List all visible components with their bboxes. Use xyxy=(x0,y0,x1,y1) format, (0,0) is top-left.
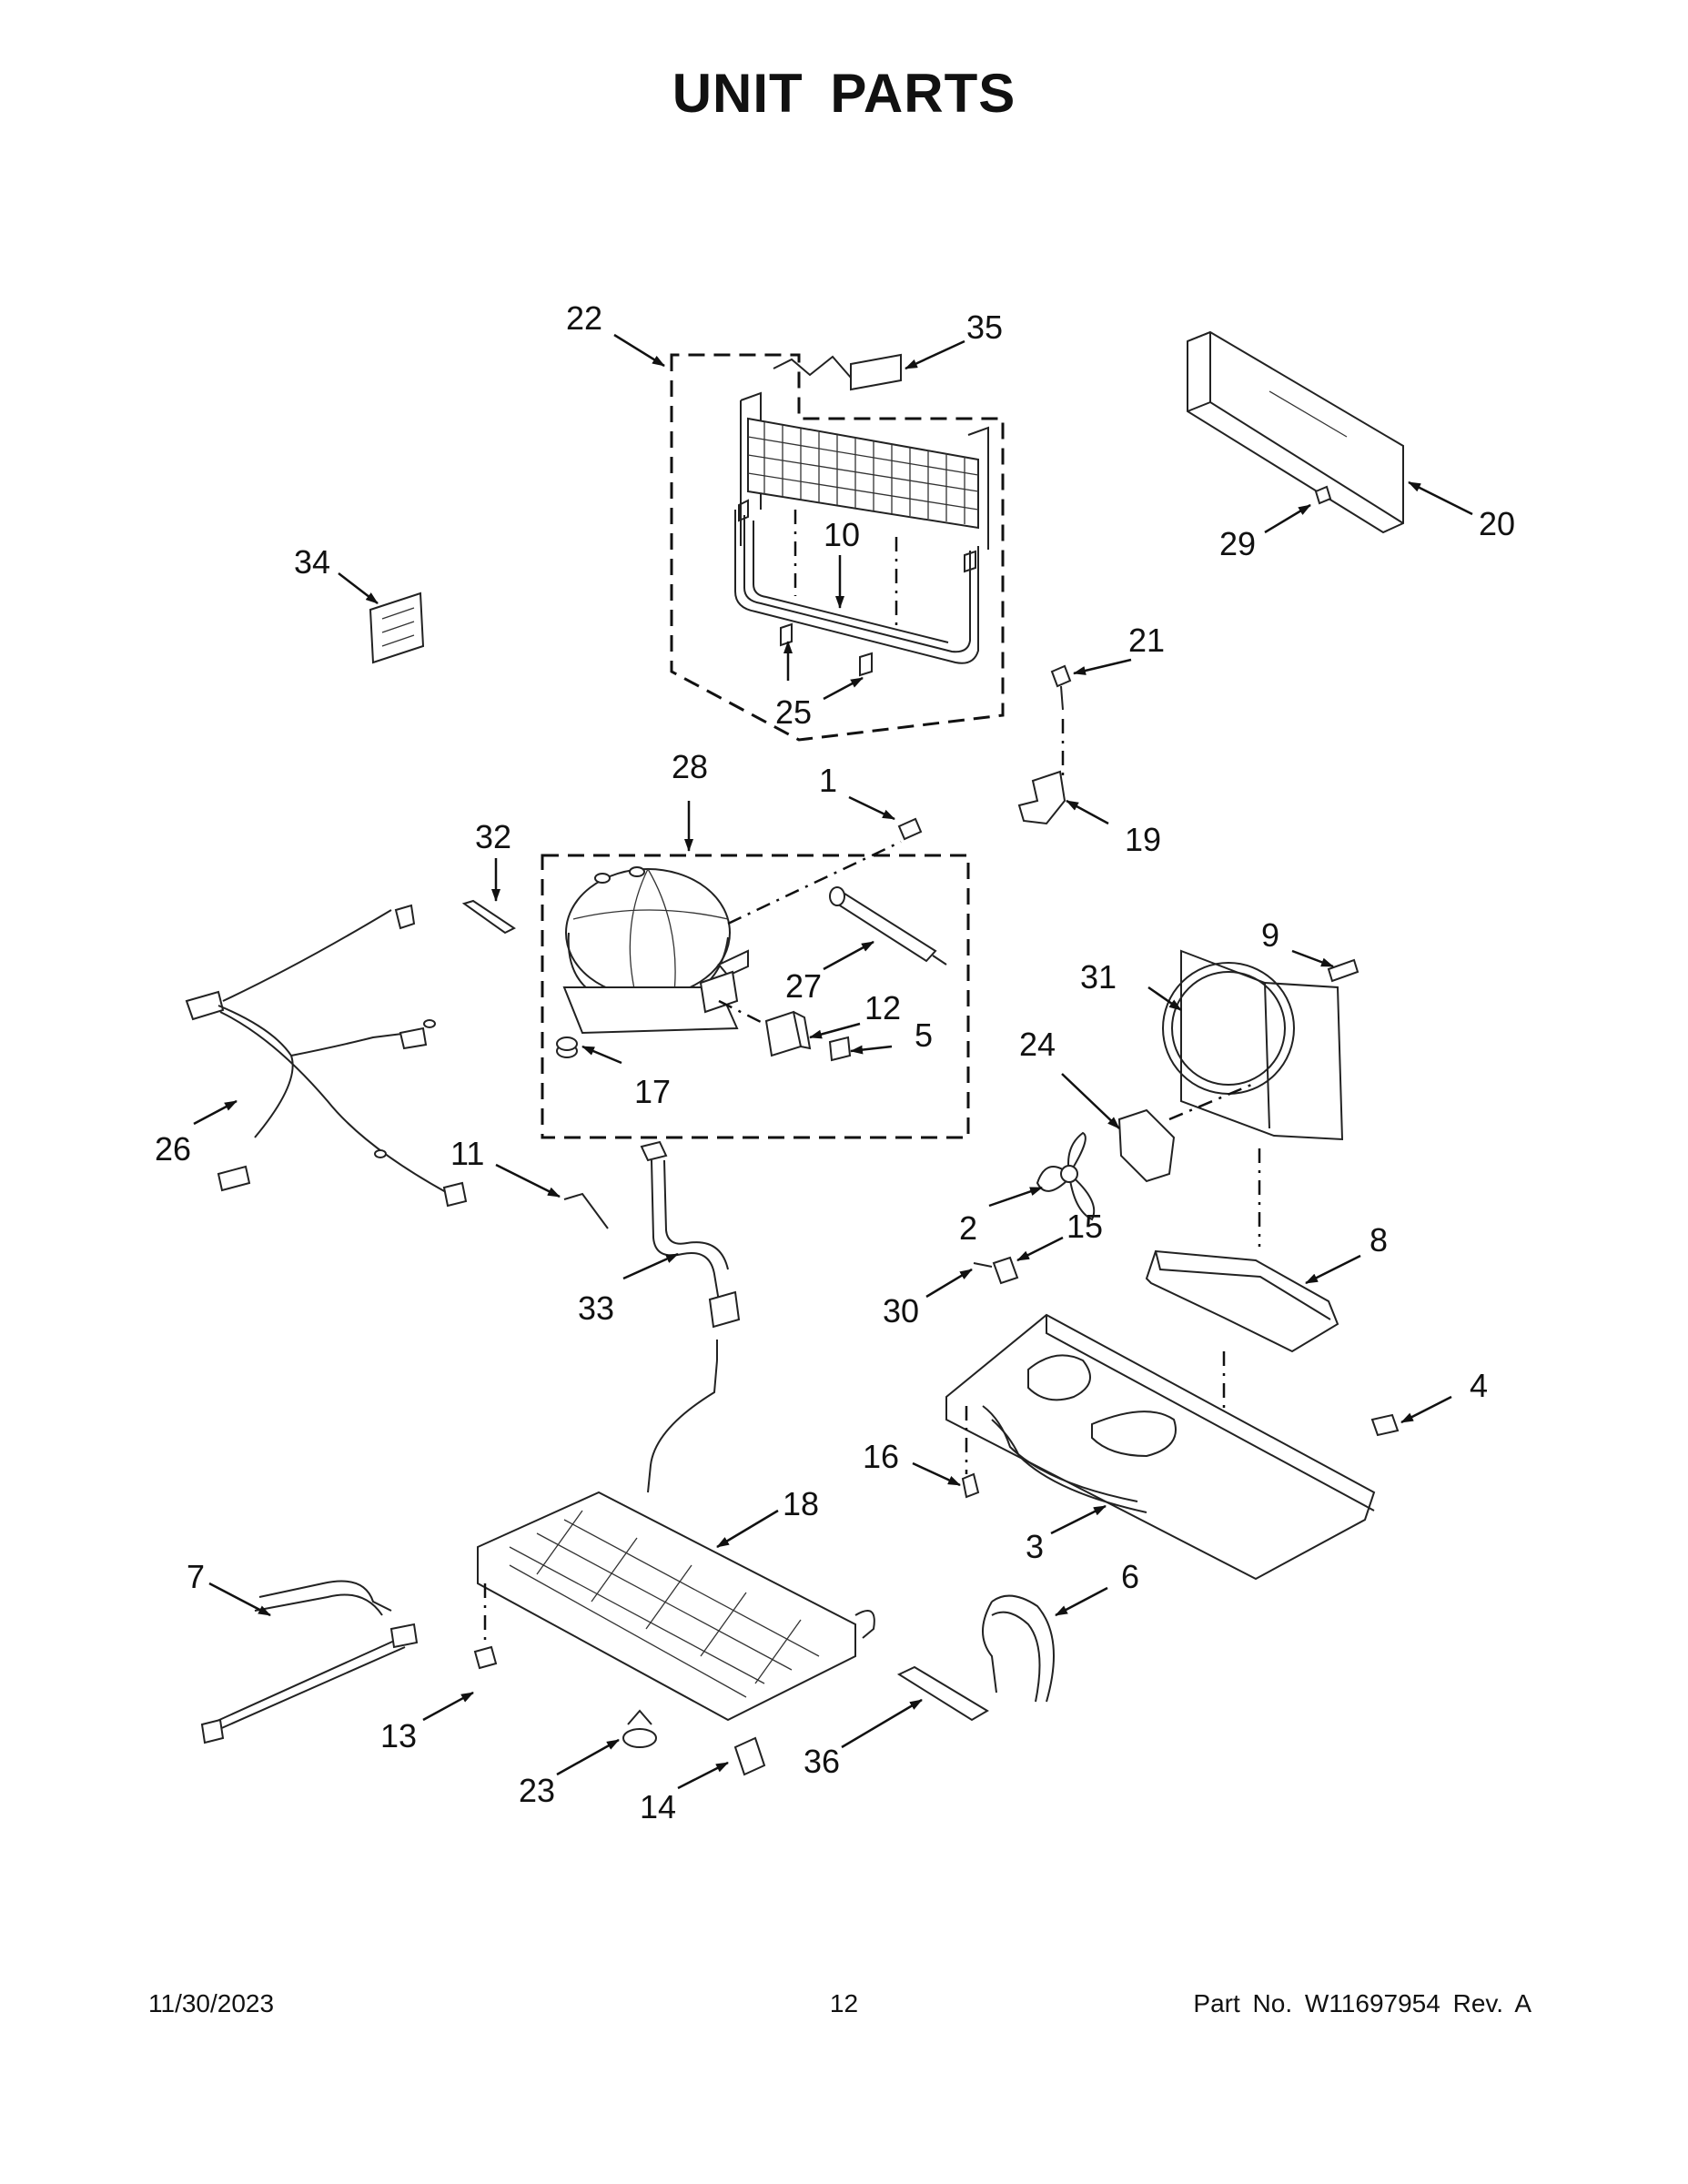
part-30-pin xyxy=(973,1262,993,1268)
part-16-screw xyxy=(961,1406,980,1499)
callout-28: 28 xyxy=(672,748,708,785)
part-20-cover xyxy=(1187,330,1404,534)
part-17-grommet xyxy=(556,1036,578,1051)
part-3-base xyxy=(945,1313,1376,1581)
part-14-bushing xyxy=(733,1736,766,1776)
callout-11: 11 xyxy=(450,1135,484,1172)
callout-30: 30 xyxy=(883,1292,919,1330)
callout-2: 2 xyxy=(959,1209,977,1247)
callout-36: 36 xyxy=(804,1743,840,1780)
callout-23: 23 xyxy=(519,1772,555,1809)
callout-labels: 22 35 20 29 10 34 21 25 28 1 19 32 9 31 … xyxy=(155,299,1515,1825)
callout-32: 32 xyxy=(475,818,511,855)
part-26-wire-harness xyxy=(185,904,468,1208)
part-32-strap xyxy=(461,899,516,935)
callout-24: 24 xyxy=(1019,1026,1056,1063)
part-15-mount xyxy=(992,1256,1019,1285)
callout-17: 17 xyxy=(634,1073,671,1110)
callout-13: 13 xyxy=(380,1717,417,1754)
part-21-screw xyxy=(1050,664,1072,783)
part-36-tube xyxy=(896,1665,989,1722)
part-13-clip xyxy=(473,1645,498,1670)
callout-10: 10 xyxy=(824,516,860,553)
part-23-thermostat xyxy=(622,1709,657,1748)
part-24-motor xyxy=(1117,1081,1257,1183)
callout-12: 12 xyxy=(864,989,901,1026)
callout-29: 29 xyxy=(1219,525,1256,562)
part-19-bracket xyxy=(1017,770,1066,825)
callout-9: 9 xyxy=(1261,916,1279,954)
part-12-relay xyxy=(764,1010,812,1057)
part-1-tube xyxy=(897,817,923,841)
callout-31: 31 xyxy=(1080,958,1117,996)
part-5-cap xyxy=(828,1036,852,1062)
callout-7: 7 xyxy=(187,1558,205,1595)
callout-6: 6 xyxy=(1121,1558,1139,1595)
part-2-fan-blade xyxy=(1036,1131,1096,1221)
part-34-board xyxy=(369,592,425,664)
page-title: UNIT PARTS xyxy=(672,63,1016,124)
footer-date: 11/30/2023 xyxy=(148,1989,275,2017)
callout-3: 3 xyxy=(1026,1528,1044,1565)
callout-18: 18 xyxy=(783,1485,819,1522)
callout-5: 5 xyxy=(915,1016,933,1054)
footer-part-number: Part No. W11697954 Rev. A xyxy=(1193,1989,1531,2017)
part-4-screw xyxy=(1370,1413,1400,1437)
callout-21: 21 xyxy=(1128,622,1165,659)
callout-35: 35 xyxy=(966,308,1003,346)
part-29-clip xyxy=(1314,485,1332,505)
part-18-condenser xyxy=(477,1360,875,1722)
callout-20: 20 xyxy=(1479,505,1515,542)
callout-33: 33 xyxy=(578,1289,614,1327)
callout-26: 26 xyxy=(155,1130,191,1168)
footer-page-number: 12 xyxy=(829,1989,859,2017)
part-27-drier xyxy=(829,886,947,966)
part-33-tube xyxy=(640,1140,741,1360)
callout-8: 8 xyxy=(1370,1221,1388,1259)
callout-25: 25 xyxy=(775,693,812,731)
callout-1: 1 xyxy=(819,762,837,799)
callout-16: 16 xyxy=(863,1438,899,1475)
part-31-shroud xyxy=(1162,949,1344,1141)
part-9-screw xyxy=(1327,958,1359,983)
part-7-harness xyxy=(200,1580,419,1744)
callout-27: 27 xyxy=(785,967,822,1005)
callout-14: 14 xyxy=(640,1788,676,1825)
callout-15: 15 xyxy=(1066,1208,1103,1245)
callout-4: 4 xyxy=(1470,1367,1488,1404)
evaporator-assembly xyxy=(670,353,1005,742)
callout-22: 22 xyxy=(566,299,602,337)
callout-arrows xyxy=(193,333,1473,1790)
part-11-wire xyxy=(563,1192,609,1229)
compressor-assembly xyxy=(541,840,970,1139)
callout-19: 19 xyxy=(1125,821,1161,858)
part-6-hose xyxy=(982,1594,1055,1703)
callout-34: 34 xyxy=(294,543,330,581)
